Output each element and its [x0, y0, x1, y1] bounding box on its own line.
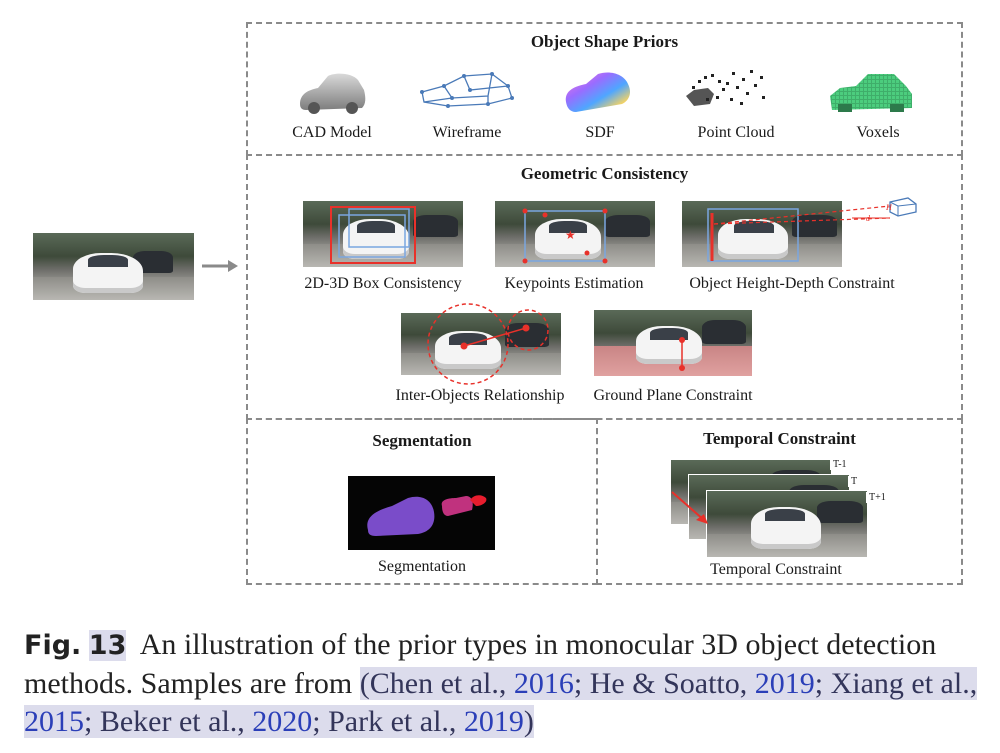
- height-depth-label: Object Height-Depth Constraint: [689, 275, 895, 292]
- shape-priors-title: Object Shape Priors: [530, 32, 679, 51]
- cite-sep-1: ;: [573, 667, 590, 700]
- cite-year-link-5[interactable]: 2019: [463, 705, 524, 738]
- temporal-title: Temporal Constraint: [703, 429, 856, 448]
- cite-year-link-1[interactable]: 2016: [513, 667, 574, 700]
- cite-authors-4: Beker et al.,: [99, 705, 253, 738]
- cite-sep-3: ;: [84, 705, 100, 738]
- depth-symbol: d: [866, 214, 870, 223]
- keypoints-label: Keypoints Estimation: [504, 275, 644, 292]
- cite-authors-1: Chen et al.,: [369, 667, 514, 700]
- cite-authors-5: Park et al.,: [328, 705, 464, 738]
- figure-number: 13: [88, 630, 127, 661]
- caption-open-paren: (: [359, 667, 370, 700]
- box-consistency-label: 2D-3D Box Consistency: [304, 275, 462, 292]
- height-depth-diagram: [713, 197, 917, 225]
- svg-text:★: ★: [565, 228, 576, 242]
- frame-label-t-plus-1: T+1: [866, 492, 889, 503]
- cite-sep-4: ;: [312, 705, 329, 738]
- inter-objects-label: Inter-Objects Relationship: [395, 387, 565, 404]
- keypoints-image: ★: [495, 201, 655, 267]
- figure-caption: Fig. 13 An illustration of the prior typ…: [24, 626, 984, 741]
- cite-authors-3: Xiang et al.,: [830, 667, 978, 700]
- temporal-frame-3: [706, 490, 868, 558]
- frame-label-t: T: [848, 476, 861, 487]
- figure-word: Fig.: [24, 630, 82, 661]
- ground-plane-image: [594, 310, 752, 376]
- voxels-label: Voxels: [856, 124, 900, 141]
- inter-objects-annotation: [427, 303, 549, 385]
- wireframe-label: Wireframe: [432, 124, 502, 141]
- point-cloud-label: Point Cloud: [697, 124, 775, 141]
- geometric-title: Geometric Consistency: [520, 164, 689, 183]
- cite-year-link-2[interactable]: 2019: [754, 667, 815, 700]
- point-cloud-icon: [686, 70, 765, 106]
- temporal-panel: [596, 418, 963, 585]
- wireframe-icon: [420, 72, 514, 108]
- frame-label-t-minus-1: T-1: [830, 459, 850, 470]
- cite-sep-2: ;: [814, 667, 831, 700]
- caption-close-paren: ): [523, 705, 534, 738]
- box-consistency-image: [303, 201, 463, 267]
- sdf-icon: [565, 72, 630, 112]
- ground-plane-label: Ground Plane Constraint: [593, 387, 753, 404]
- segmentation-title: Segmentation: [372, 431, 472, 450]
- inter-objects-image: [401, 313, 561, 375]
- segmentation-mask-image: [348, 476, 495, 550]
- voxels-icon: [830, 74, 912, 112]
- cad-model-icon: [300, 73, 366, 114]
- height-symbol: H: [886, 203, 892, 212]
- height-depth-image: [682, 201, 842, 267]
- cad-model-label: CAD Model: [292, 124, 372, 141]
- input-car-image: [33, 233, 194, 300]
- segmentation-label: Segmentation: [378, 558, 466, 575]
- cite-authors-2: He & Soatto,: [589, 667, 755, 700]
- temporal-label: Temporal Constraint: [710, 561, 842, 578]
- cite-year-link-4[interactable]: 2020: [252, 705, 313, 738]
- cite-year-link-3[interactable]: 2015: [24, 705, 84, 738]
- caption-text: An illustration of the prior types in mo…: [24, 628, 937, 700]
- motion-arrow-icon: [671, 491, 708, 524]
- sdf-label: SDF: [585, 124, 615, 141]
- flow-arrow-icon: [202, 260, 238, 272]
